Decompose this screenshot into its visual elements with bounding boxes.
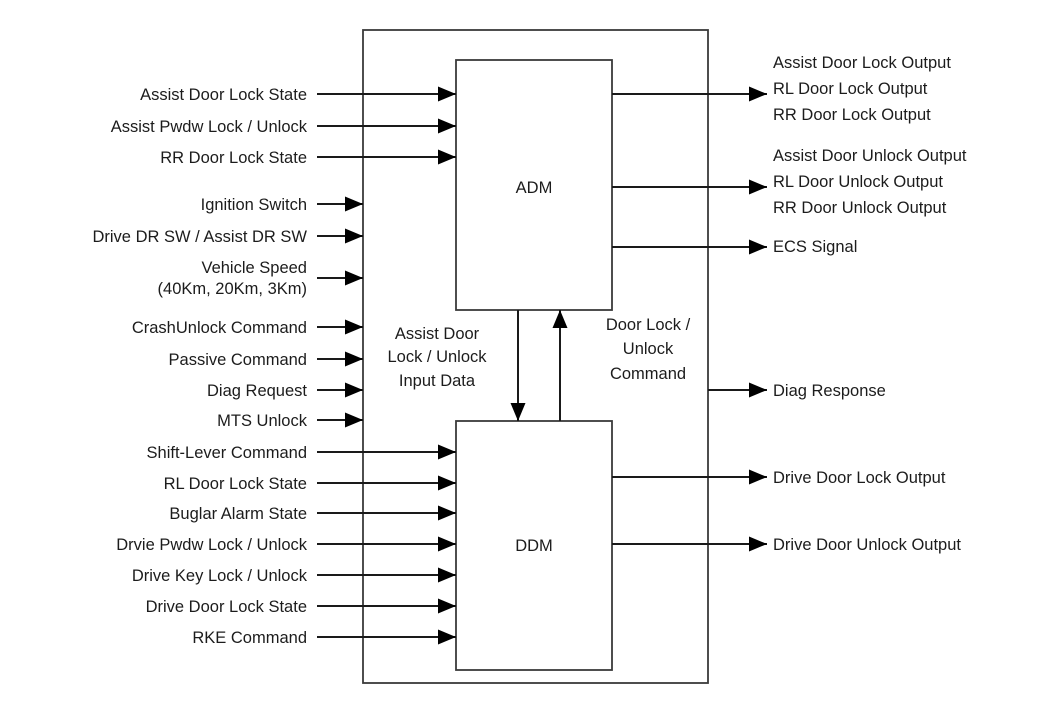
input-to-ddm-label: Drive Door Lock State <box>146 598 307 616</box>
input-to-boundary-arrow-icon <box>345 382 363 398</box>
input-to-ddm-label: Drive Key Lock / Unlock <box>132 567 308 585</box>
input-to-boundary-arrow-icon <box>345 351 363 367</box>
input-to-ddm-label: RKE Command <box>192 629 307 647</box>
input-to-adm-label: Assist Door Lock State <box>140 86 307 104</box>
input-to-ddm-arrow-icon <box>438 505 456 521</box>
output-from-adm-label-unlock-outputs: Assist Door Unlock Output <box>773 147 967 165</box>
output-from-adm-label-lock-outputs: RL Door Lock Output <box>773 80 928 98</box>
input-vehicle-speed-arrow-icon <box>345 270 363 286</box>
internal-arrow-down-icon-assist-door-input-data <box>510 403 526 421</box>
input-to-boundary-label: Passive Command <box>169 351 307 369</box>
input-vehicle-speed-label-line2: (40Km, 20Km, 3Km) <box>158 280 307 298</box>
input-to-ddm-arrow-icon <box>438 598 456 614</box>
input-to-ddm-arrow-icon <box>438 629 456 645</box>
input-to-boundary-label: Diag Request <box>207 382 307 400</box>
input-to-ddm-label: Drvie Pwdw Lock / Unlock <box>116 536 307 554</box>
output-from-ddm-arrow-icon-drive-door-unlock-output <box>749 536 767 552</box>
internal-label-door-lock-unlock-command: Command <box>610 365 686 383</box>
input-to-boundary-label: CrashUnlock Command <box>132 319 307 337</box>
input-to-ddm-arrow-icon <box>438 536 456 552</box>
output-from-adm-label-unlock-outputs: RL Door Unlock Output <box>773 173 943 191</box>
output-from-ddm-label-drive-door-unlock-output: Drive Door Unlock Output <box>773 536 961 554</box>
signal-wires-layer <box>317 86 767 645</box>
module-box-adm[interactable] <box>455 59 613 311</box>
input-to-ddm-label: Shift-Lever Command <box>147 444 307 462</box>
internal-arrow-up-icon-door-lock-unlock-command <box>552 310 568 328</box>
output-from-ddm-label-drive-door-lock-output: Drive Door Lock Output <box>773 469 946 487</box>
internal-label-assist-door-input-data: Assist Door <box>395 325 480 343</box>
outer-boundary-box <box>362 29 709 684</box>
module-box-ddm[interactable] <box>455 420 613 671</box>
input-to-ddm-arrow-icon <box>438 475 456 491</box>
input-to-adm-label: RR Door Lock State <box>160 149 307 167</box>
input-to-boundary-label: MTS Unlock <box>217 412 308 430</box>
module-label-adm: ADM <box>516 179 553 197</box>
input-to-ddm-label: Buglar Alarm State <box>169 505 307 523</box>
module-boxes-layer <box>362 29 709 684</box>
output-from-adm-label-lock-outputs: RR Door Lock Output <box>773 106 931 124</box>
output-from-adm-label-unlock-outputs: RR Door Unlock Output <box>773 199 947 217</box>
input-to-boundary-arrow-icon <box>345 319 363 335</box>
output-from-adm-arrow-icon-lock-outputs <box>749 86 767 102</box>
internal-label-assist-door-input-data: Lock / Unlock <box>387 348 487 366</box>
output-from-adm-arrow-icon-ecs-signal <box>749 239 767 255</box>
output-from-boundary-label-diag-response: Diag Response <box>773 382 886 400</box>
internal-label-door-lock-unlock-command: Unlock <box>623 340 674 358</box>
output-from-adm-label-lock-outputs: Assist Door Lock Output <box>773 54 951 72</box>
input-to-ddm-arrow-icon <box>438 444 456 460</box>
output-from-adm-arrow-icon-unlock-outputs <box>749 179 767 195</box>
input-vehicle-speed-label-line1: Vehicle Speed <box>201 259 307 277</box>
input-to-ddm-arrow-icon <box>438 567 456 583</box>
module-label-ddm: DDM <box>515 537 553 555</box>
input-to-boundary-arrow-icon <box>345 196 363 212</box>
input-to-adm-arrow-icon <box>438 118 456 134</box>
internal-label-door-lock-unlock-command: Door Lock / <box>606 316 691 334</box>
input-to-boundary-label: Ignition Switch <box>201 196 307 214</box>
input-to-ddm-label: RL Door Lock State <box>164 475 307 493</box>
output-from-ddm-arrow-icon-drive-door-lock-output <box>749 469 767 485</box>
input-to-boundary-arrow-icon <box>345 412 363 428</box>
output-from-adm-label-ecs-signal: ECS Signal <box>773 238 857 256</box>
input-to-adm-arrow-icon <box>438 149 456 165</box>
internal-label-assist-door-input-data: Input Data <box>399 372 476 390</box>
input-to-boundary-arrow-icon <box>345 228 363 244</box>
input-to-boundary-label: Drive DR SW / Assist DR SW <box>92 228 307 246</box>
output-from-boundary-arrow-icon-diag-response <box>749 382 767 398</box>
input-to-adm-label: Assist Pwdw Lock / Unlock <box>111 118 308 136</box>
input-to-adm-arrow-icon <box>438 86 456 102</box>
